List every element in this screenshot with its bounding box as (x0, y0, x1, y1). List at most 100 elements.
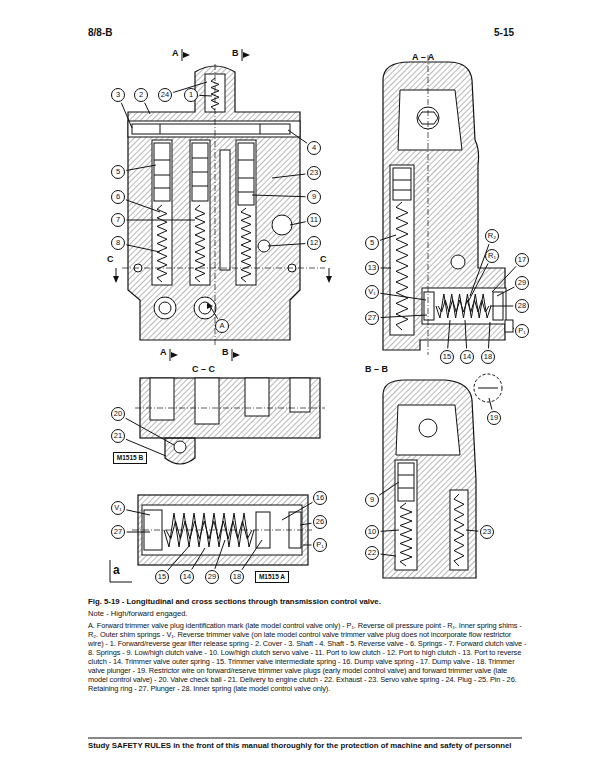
callout-number: 15 (155, 570, 169, 584)
callout-text: 23 (483, 528, 491, 536)
spring (195, 205, 205, 282)
callout-text: 13 (368, 264, 376, 272)
leader-line (268, 244, 305, 246)
callout-number: V₁ (365, 285, 379, 299)
callout-number: 14 (180, 570, 194, 584)
callout-text: 8 (116, 239, 120, 247)
section-b-b-part (478, 388, 498, 389)
leader-line (192, 548, 205, 570)
leader-line (126, 165, 156, 170)
callout-text: 27 (114, 528, 122, 536)
callout-text: A (219, 322, 224, 330)
callout-number: 13 (365, 261, 379, 275)
longitudinal-section-part (132, 124, 290, 134)
section-a-a-part (428, 55, 429, 355)
longitudinal-section-part (128, 66, 300, 340)
callout-number: 11 (307, 213, 321, 227)
longitudinal-section-part (243, 52, 250, 58)
leader-line (381, 268, 391, 269)
callout-number: R₂ (485, 229, 499, 243)
longitudinal-section-part (199, 302, 211, 314)
callout-number: P₁ (515, 324, 529, 338)
longitudinal-section-part (190, 140, 210, 285)
callout-number: 15 (440, 350, 454, 364)
section-title: B – B (365, 364, 388, 374)
longitudinal-section-part (232, 349, 233, 361)
valve-illustration-part (88, 738, 522, 739)
spring (438, 300, 489, 312)
callout-number: R₁ (485, 249, 499, 263)
longitudinal-section-part (233, 352, 240, 358)
section-letter: A (172, 48, 179, 58)
longitudinal-section-part (122, 268, 325, 269)
leader-line (126, 200, 160, 212)
leader-line (121, 103, 132, 128)
section-letter: C (107, 254, 114, 264)
callout-number: 18 (230, 570, 244, 584)
leader-line (381, 554, 396, 556)
leader-line (497, 287, 514, 296)
section-c-c-part (195, 378, 219, 424)
callout-number: 22 (365, 546, 379, 560)
callout-number: 5 (111, 165, 125, 179)
section-b-b-part (398, 463, 414, 501)
longitudinal-section-part (160, 124, 161, 134)
page-number: 8/8-B (88, 27, 112, 39)
leader-line (168, 545, 190, 570)
section-c-c (135, 378, 325, 464)
callout-text: 19 (490, 414, 498, 422)
callout-number: 10 (365, 525, 379, 539)
callout-text: 14 (463, 353, 471, 361)
callout-number: 16 (313, 491, 327, 505)
leader-line (210, 306, 218, 319)
callout-number: 28 (515, 299, 529, 313)
callout-number: 1 (184, 88, 198, 102)
section-c-c-part (245, 378, 269, 416)
callout-text: P₁ (518, 327, 526, 335)
callout-number: 9 (365, 493, 379, 507)
longitudinal-section-part (154, 143, 170, 201)
leader-line (300, 523, 311, 525)
leader-line (466, 530, 478, 531)
callout-number: 26 (313, 515, 327, 529)
detail-a-part (110, 560, 132, 582)
note-text: Note - High/forward engaged. (88, 610, 188, 619)
section-a-a-part (451, 255, 465, 269)
figure-code-box: M1515 A (255, 571, 289, 583)
footer-text: Study SAFETY RULES in the front of this … (88, 742, 512, 751)
section-title: A – A (412, 52, 434, 62)
longitudinal-section-part (113, 276, 119, 283)
callout-text: 7 (116, 216, 120, 224)
callout-text: 27 (368, 314, 376, 322)
callout-number: 8 (111, 236, 125, 250)
callout-number: 23 (307, 166, 321, 180)
callout-number: V₁ (111, 501, 125, 515)
callout-text: 17 (518, 256, 526, 264)
spring (164, 513, 254, 547)
callout-text: 9 (370, 496, 374, 504)
leader-line (252, 195, 306, 197)
callout-number: 3 (111, 88, 125, 102)
callout-number: 23 (480, 525, 494, 539)
callout-text: 16 (316, 494, 324, 502)
section-c-c-part (135, 408, 325, 409)
longitudinal-section-part (182, 49, 183, 61)
section-b-b-part (398, 475, 414, 488)
spring (241, 208, 251, 282)
callout-text: 28 (518, 302, 526, 310)
leader-line (272, 174, 305, 178)
callout-number: 19 (487, 411, 501, 425)
leader-line (127, 532, 150, 533)
longitudinal-section-part (236, 140, 256, 285)
section-b-b-part (474, 374, 502, 402)
longitudinal-section-part (220, 150, 230, 270)
section-c-c-part (150, 378, 174, 420)
section-a-a-part (505, 320, 513, 332)
callout-number: A (215, 319, 229, 333)
callout-text: 18 (233, 573, 241, 581)
section-letter: B (222, 347, 229, 357)
callout-text: R₂ (488, 232, 496, 240)
leader-line (380, 235, 396, 240)
callout-number: P₁ (313, 538, 327, 552)
